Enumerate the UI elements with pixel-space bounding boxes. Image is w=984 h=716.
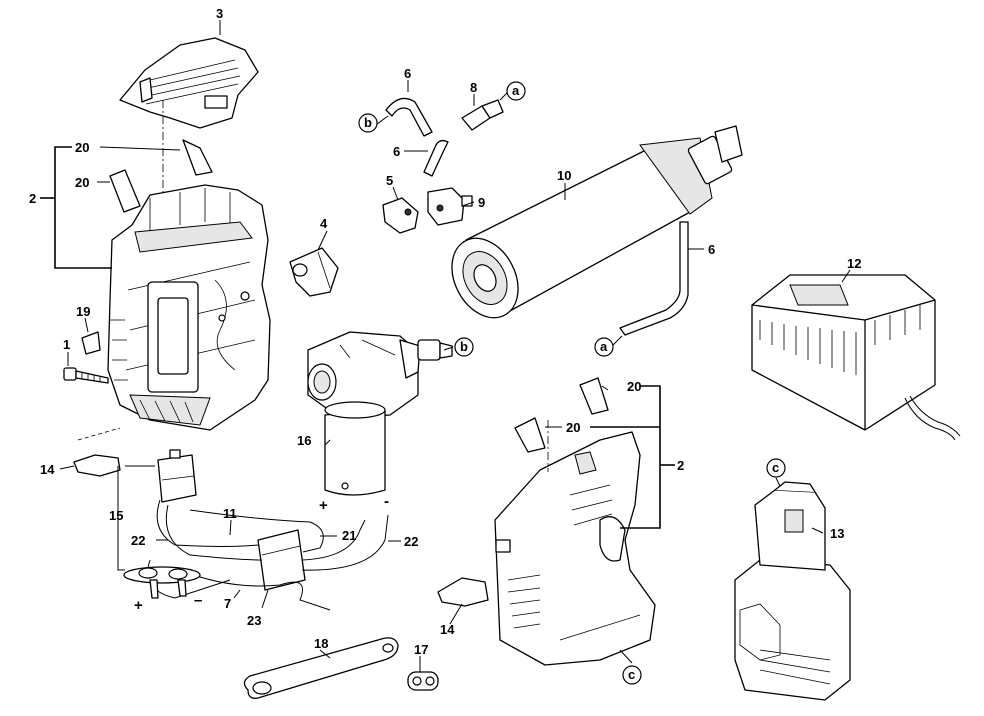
callout-20-left-top: 20 — [75, 140, 89, 155]
top-cover — [119, 37, 259, 129]
svg-text:a: a — [512, 83, 520, 98]
callout-3: 3 — [216, 6, 223, 21]
callout-18: 18 — [314, 636, 328, 651]
motor-clip-part-4 — [289, 247, 339, 297]
callout-21: 21 — [342, 528, 356, 543]
strap-part-18 — [243, 637, 399, 699]
svg-text:c: c — [772, 460, 779, 475]
callout-6-right: 6 — [708, 242, 715, 257]
clip-part-19 — [81, 331, 101, 355]
connector-b-top: b — [358, 113, 378, 133]
callout-13: 13 — [830, 526, 844, 541]
cylinder-part-10 — [451, 125, 743, 319]
callout-22-right: 22 — [404, 534, 418, 549]
callout-20-left-bottom: 20 — [75, 175, 89, 190]
left-housing-shell — [107, 184, 271, 431]
callout-2-right: 2 — [677, 458, 684, 473]
callout-23: 23 — [247, 613, 261, 628]
callout-7: 7 — [224, 596, 231, 611]
connector-c-battery: c — [766, 458, 786, 478]
connector-c-bottom: c — [622, 665, 642, 685]
switch-plus-mark: + — [134, 597, 143, 614]
wedge-insert-upper-right — [579, 377, 609, 415]
callout-1: 1 — [63, 337, 70, 352]
callout-4: 4 — [320, 216, 328, 231]
callout-8: 8 — [470, 80, 477, 95]
callout-9: 9 — [478, 195, 485, 210]
svg-text:a: a — [600, 339, 608, 354]
right-housing-shell — [494, 431, 656, 666]
switch-part-15 — [157, 449, 197, 503]
callout-6-mid: 6 — [393, 144, 400, 159]
callout-19: 19 — [76, 304, 90, 319]
callout-16: 16 — [297, 433, 311, 448]
callout-10: 10 — [557, 168, 571, 183]
callout-6-top: 6 — [404, 66, 411, 81]
callout-14-right: 14 — [440, 622, 455, 637]
nipple-part-8 — [461, 99, 504, 131]
callout-11: 11 — [223, 506, 237, 521]
wedge-insert-upper-left — [182, 139, 213, 176]
callout-20-right-top: 20 — [627, 379, 641, 394]
valve-part-9 — [427, 187, 473, 226]
callout-20-right-bottom: 20 — [566, 420, 580, 435]
latch-part-14-left — [73, 454, 121, 477]
callout-5: 5 — [386, 173, 393, 188]
hose-part-6 — [385, 97, 689, 336]
connector-a-bottom: a — [594, 337, 614, 357]
callout-17: 17 — [414, 642, 428, 657]
terminal-block-part-23 — [257, 529, 306, 591]
connector-b-mid: b — [454, 337, 474, 357]
fitting-part-5 — [382, 197, 419, 234]
svg-text:b: b — [460, 339, 468, 354]
screw-part-1 — [63, 367, 109, 384]
wedge-insert-lower-right — [514, 417, 546, 453]
terminal-ring-assembly — [123, 566, 201, 599]
latch-part-14-right — [437, 577, 489, 607]
connector-a-top: a — [506, 81, 526, 101]
callout-15: 15 — [109, 508, 123, 523]
motor-part-16 — [307, 331, 453, 496]
svg-text:b: b — [364, 115, 372, 130]
switch-minus-mark: – — [194, 592, 202, 609]
callout-14-left: 14 — [40, 462, 55, 477]
motor-minus-mark: - — [384, 493, 389, 510]
charger-part-12 — [751, 274, 961, 441]
motor-plus-mark: + — [319, 497, 328, 514]
callout-22-left: 22 — [131, 533, 145, 548]
battery-part-13 — [734, 481, 851, 701]
callout-2-left: 2 — [29, 191, 36, 206]
svg-text:c: c — [628, 667, 635, 682]
wedge-insert-lower-left — [109, 169, 141, 213]
callout-12: 12 — [847, 256, 861, 271]
grommet-part-17 — [407, 671, 439, 691]
